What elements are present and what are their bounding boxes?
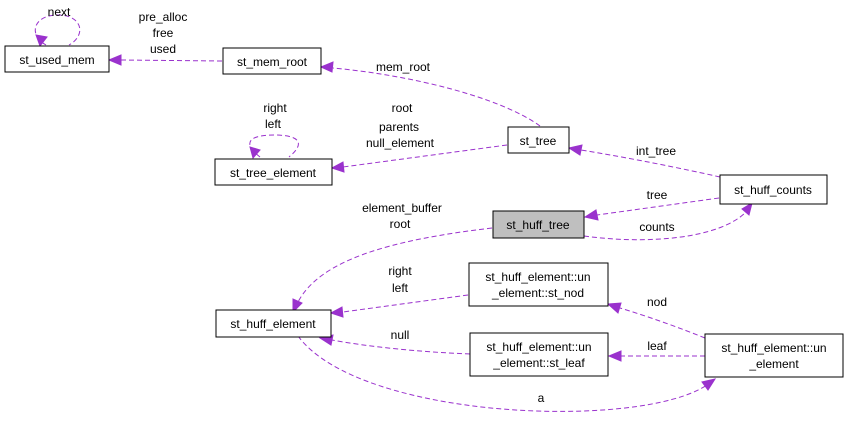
edge-mem-root: mem_root — [319, 60, 541, 127]
edge-label: nod — [647, 295, 667, 309]
class-node-st-huff-counts[interactable]: st_huff_counts — [719, 174, 828, 205]
edge-tree: tree — [583, 188, 720, 221]
edge-label: parents — [379, 120, 419, 134]
edge-label: used — [150, 42, 176, 56]
edge-leaf-null: null — [318, 328, 471, 355]
edge-label: mem_root — [376, 60, 431, 74]
class-node-st-mem-root[interactable]: st_mem_root — [222, 47, 322, 75]
edge-a: a — [297, 335, 717, 412]
edge-label: int_tree — [636, 144, 676, 158]
edge-counts: counts — [583, 201, 753, 241]
edge-label: root — [392, 101, 413, 115]
edge-label: leaf — [647, 339, 667, 353]
edge-label: right — [263, 101, 287, 115]
node-label: st_used_mem — [19, 53, 94, 67]
class-node-st-tree-element[interactable]: st_tree_element — [214, 158, 333, 186]
edge-label: left — [392, 281, 409, 295]
edge-label: next — [48, 5, 71, 19]
node-label: st_huff_tree — [506, 218, 569, 232]
class-node-st-tree[interactable]: st_tree — [507, 126, 570, 154]
edge-nod: nod — [606, 295, 706, 339]
node-label: st_mem_root — [237, 55, 308, 69]
edge-label: root — [390, 217, 411, 231]
edge-label: right — [388, 264, 412, 278]
edge-label: pre_alloc — [139, 10, 188, 24]
class-node-st-huff-tree[interactable]: st_huff_tree — [492, 210, 585, 239]
edge-label: element_buffer — [362, 201, 442, 215]
node-label: _element::st_leaf — [492, 356, 585, 370]
class-node-st-huff-element[interactable]: st_huff_element — [215, 309, 332, 338]
edge-label: a — [538, 391, 545, 405]
class-node-un-element[interactable]: st_huff_element::un _element — [704, 333, 844, 378]
class-node-st-leaf[interactable]: st_huff_element::un _element::st_leaf — [469, 332, 609, 377]
node-label: st_huff_element — [230, 317, 316, 331]
edge-label: counts — [639, 220, 674, 234]
edge-mem-alloc: pre_alloc free used — [107, 10, 223, 66]
node-label: st_huff_counts — [734, 183, 812, 197]
edge-label: null — [391, 328, 410, 342]
node-label: st_huff_element::un — [486, 340, 591, 354]
edge-tree-self: right left — [249, 101, 299, 160]
node-label: st_tree_element — [230, 166, 317, 180]
edge-nod-ptr: right left — [329, 264, 469, 318]
class-node-st-used-mem[interactable]: st_used_mem — [4, 45, 110, 73]
node-label: _element::st_nod — [491, 286, 584, 300]
edge-next: next — [34, 5, 81, 48]
node-label: st_huff_element::un — [721, 341, 826, 355]
edge-element-buffer: element_buffer root — [292, 201, 493, 314]
edge-label: tree — [647, 188, 668, 202]
class-node-st-nod[interactable]: st_huff_element::un _element::st_nod — [468, 262, 609, 307]
edge-leaf: leaf — [607, 339, 705, 362]
node-label: st_tree — [520, 134, 557, 148]
edge-tree-element: root parents null_element — [330, 101, 508, 173]
edge-label: left — [265, 117, 282, 131]
edge-label: free — [153, 26, 174, 40]
node-label: st_huff_element::un — [485, 270, 590, 284]
edge-int-tree: int_tree — [567, 144, 721, 178]
node-label: _element — [748, 357, 799, 371]
edge-label: null_element — [366, 136, 435, 150]
